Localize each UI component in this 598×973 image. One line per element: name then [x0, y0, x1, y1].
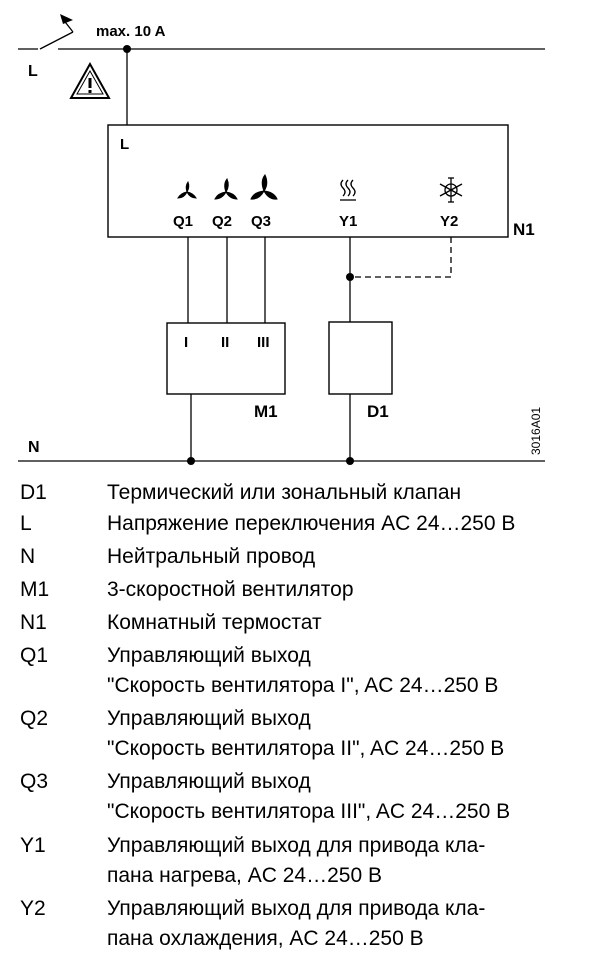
fan-terminal-1: I — [184, 334, 188, 351]
legend-code: Y1 — [20, 834, 46, 857]
output-q2-label: Q2 — [212, 213, 232, 230]
legend-code: Q1 — [20, 644, 49, 667]
valve-name: D1 — [367, 402, 389, 421]
fan-icon — [250, 174, 278, 200]
thermostat-box — [107, 124, 509, 238]
output-q3-label: Q3 — [251, 213, 271, 230]
switch-icon — [38, 14, 74, 51]
legend-code: L — [20, 512, 32, 535]
neutral-label: N — [28, 439, 40, 456]
legend-desc: пана нагрева, AC 24…250 В — [107, 864, 382, 887]
legend-code: N1 — [20, 611, 47, 634]
fan-icon — [177, 180, 197, 199]
legend-desc: Управляющий выход — [107, 707, 311, 730]
legend-desc: Нейтральный провод — [107, 545, 316, 568]
warning-triangle-icon — [69, 61, 111, 99]
legend-code: N — [20, 545, 36, 568]
thermostat-name: N1 — [513, 220, 535, 239]
legend-code: Q3 — [20, 770, 49, 793]
output-y2-label: Y2 — [440, 213, 458, 230]
output-y1-label: Y1 — [339, 213, 357, 230]
legend-code: Q2 — [20, 707, 49, 730]
legend-desc: Управляющий выход для привода кла- — [107, 834, 486, 857]
wiring-diagram: max. 10 A L L N1 Q1 Q2 Q3 Y1 Y — [18, 14, 545, 465]
fan-icon — [214, 178, 238, 200]
legend-code: Y2 — [20, 897, 46, 920]
fan-name: M1 — [254, 402, 278, 421]
junction-dot — [187, 457, 195, 465]
legend-desc: "Скорость вентилятора III", AC 24…250 В — [107, 800, 511, 823]
legend-desc: Управляющий выход — [107, 644, 311, 667]
legend-desc: "Скорость вентилятора I", AC 24…250 В — [107, 674, 499, 697]
legend-desc: Напряжение переключения AC 24…250 В — [107, 512, 516, 535]
thermostat-L-label: L — [120, 136, 129, 153]
legend-desc: "Скорость вентилятора II", AC 24…250 В — [107, 737, 505, 760]
valve-box — [328, 321, 393, 395]
document-code: 3016A01 — [529, 407, 543, 455]
legend-desc: пана охлаждения, AC 24…250 В — [107, 927, 424, 950]
junction-dot — [346, 457, 354, 465]
legend-code: M1 — [20, 578, 50, 601]
heating-icon — [340, 179, 356, 201]
legend-desc: Управляющий выход — [107, 770, 311, 793]
legend-code: D1 — [20, 481, 47, 504]
fan-terminal-2: II — [221, 334, 229, 351]
fan-box — [166, 322, 286, 395]
output-q1-label: Q1 — [173, 213, 193, 230]
legend-desc: 3-скоростной вентилятор — [107, 578, 354, 601]
y2-dashed-wire — [350, 237, 452, 278]
legend-desc: Комнатный термостат — [107, 611, 322, 634]
max-current-label: max. 10 A — [96, 23, 166, 40]
legend-desc: Термический или зональный клапан — [107, 481, 462, 504]
cooling-icon — [439, 177, 463, 203]
legend-desc: Управляющий выход для привода кла- — [107, 897, 486, 920]
line-L-label: L — [28, 63, 38, 80]
fan-terminal-3: III — [257, 334, 270, 351]
